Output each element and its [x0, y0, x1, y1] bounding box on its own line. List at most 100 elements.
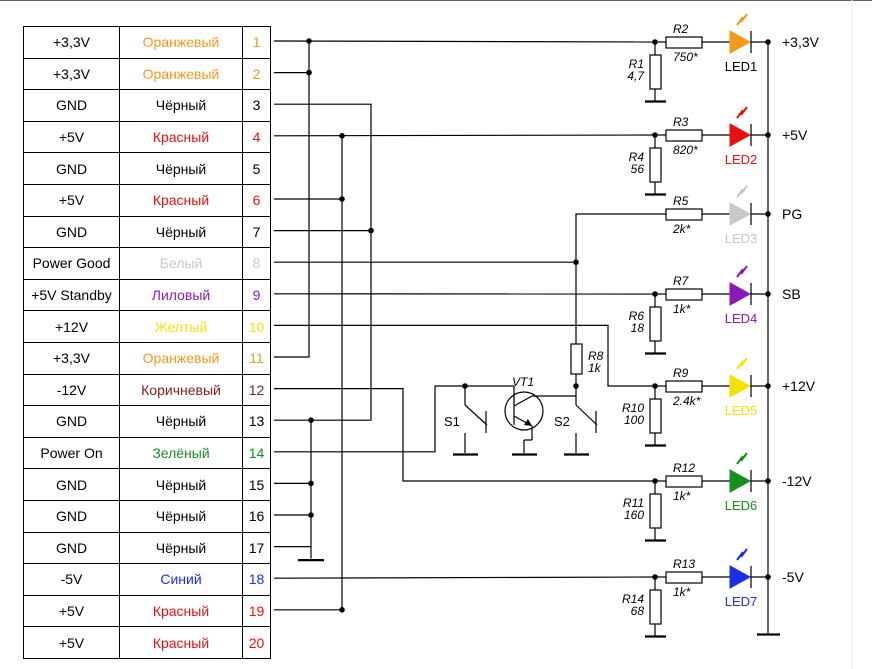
rail-label: +3,3V [782, 34, 820, 50]
wire [274, 388, 655, 482]
pin-col-cell: Чёрный [119, 499, 243, 533]
pin-col-cell: Коричневый [119, 373, 243, 407]
wire [274, 324, 655, 387]
pin-col-cell: Чёрный [119, 152, 243, 185]
led-label: LED1 [725, 59, 758, 74]
led-label: LED5 [725, 403, 758, 418]
pin-pin-cell: 3 [242, 89, 271, 122]
led-light-icon [736, 265, 748, 278]
pin-sig-cell: -5V [23, 563, 120, 596]
shunt-resistor [649, 589, 662, 625]
led-label: LED2 [725, 152, 758, 167]
resistor-label: R12 [673, 461, 695, 475]
junction-dot [339, 196, 345, 202]
shunt-resistor [649, 398, 662, 434]
led-light-icon [736, 106, 748, 119]
junction-dot [306, 69, 312, 76]
junction-dot [306, 38, 312, 44]
transistor-symbol [504, 391, 544, 431]
resistor-label: R13 [673, 557, 695, 571]
pullup-value: 1k [588, 361, 602, 375]
wire [273, 134, 656, 137]
pin-col-cell: Оранжевый [119, 26, 243, 59]
pin-sig-cell: +3,3V [23, 26, 120, 59]
junction-dot [308, 512, 314, 518]
transistor-arrow [524, 419, 532, 426]
junction-dot [308, 480, 314, 487]
shunt-resistor [649, 493, 662, 529]
led-label: LED6 [725, 498, 758, 513]
pin-col-cell: Красный [119, 183, 243, 217]
shunt-label: R14 [622, 592, 644, 606]
series-resistor [665, 475, 703, 488]
resistor-label: R2 [673, 22, 689, 36]
pin-col-cell: Оранжевый [119, 57, 243, 91]
led-symbol [729, 565, 752, 589]
pin-pin-cell: 19 [242, 594, 271, 628]
pin-sig-cell: GND [23, 499, 120, 533]
series-resistor [665, 380, 703, 393]
shunt-value: 68 [631, 604, 645, 618]
pin-pin-cell: 5 [242, 152, 271, 185]
pin-pin-cell: 8 [242, 247, 271, 280]
switch-label: S1 [444, 414, 460, 429]
shunt-label: R1 [629, 57, 644, 71]
pin-col-cell: Красный [119, 626, 243, 659]
resistor-label: R3 [673, 115, 689, 129]
shunt-value: 100 [624, 413, 644, 427]
resistor-label: R9 [673, 366, 689, 380]
pin-sig-cell: GND [23, 215, 120, 249]
shunt-resistor [649, 54, 662, 90]
resistor-value: 1k* [673, 585, 691, 599]
shunt-resistor [649, 147, 662, 183]
pin-sig-cell: +12V [23, 310, 120, 343]
pin-col-cell: Красный [119, 120, 243, 154]
led-symbol [729, 123, 752, 147]
pin-col-cell: Желтый [119, 310, 243, 343]
pin-pin-cell: 20 [242, 626, 271, 659]
wire [274, 385, 465, 453]
rail-label: -12V [782, 473, 812, 489]
pin-pin-cell: 7 [242, 215, 271, 249]
shunt-label: R10 [622, 401, 644, 415]
pin-pin-cell: 2 [242, 57, 271, 91]
led-symbol [729, 469, 752, 493]
wire [274, 103, 372, 421]
wire [273, 40, 656, 43]
transistor-label: VT1 [512, 375, 534, 389]
pin-pin-cell: 15 [242, 468, 271, 501]
pin-col-cell: Чёрный [119, 215, 243, 249]
pin-pin-cell: 16 [242, 499, 271, 533]
switch-s2 [575, 404, 598, 426]
junction-dot [339, 133, 345, 139]
shunt-value: 18 [631, 321, 645, 335]
shunt-value: 160 [624, 508, 644, 522]
shunt-resistor [649, 306, 662, 342]
pin-pin-cell: 14 [242, 436, 271, 470]
wire [274, 41, 310, 358]
resistor-value: 1k* [673, 489, 691, 503]
series-resistor [665, 571, 703, 584]
led-label: LED7 [725, 594, 758, 609]
led-symbol [729, 202, 752, 226]
pin-col-cell: Чёрный [119, 531, 243, 565]
pin-pin-cell: 11 [242, 341, 271, 375]
led-symbol [729, 30, 752, 54]
pin-col-cell: Оранжевый [119, 341, 243, 375]
wire [273, 576, 656, 579]
pin-col-cell: Лиловый [119, 278, 243, 312]
pin-col-cell: Чёрный [119, 89, 243, 122]
pin-pin-cell: 18 [242, 563, 271, 596]
junction-dot [339, 607, 345, 613]
led-symbol [729, 374, 752, 398]
